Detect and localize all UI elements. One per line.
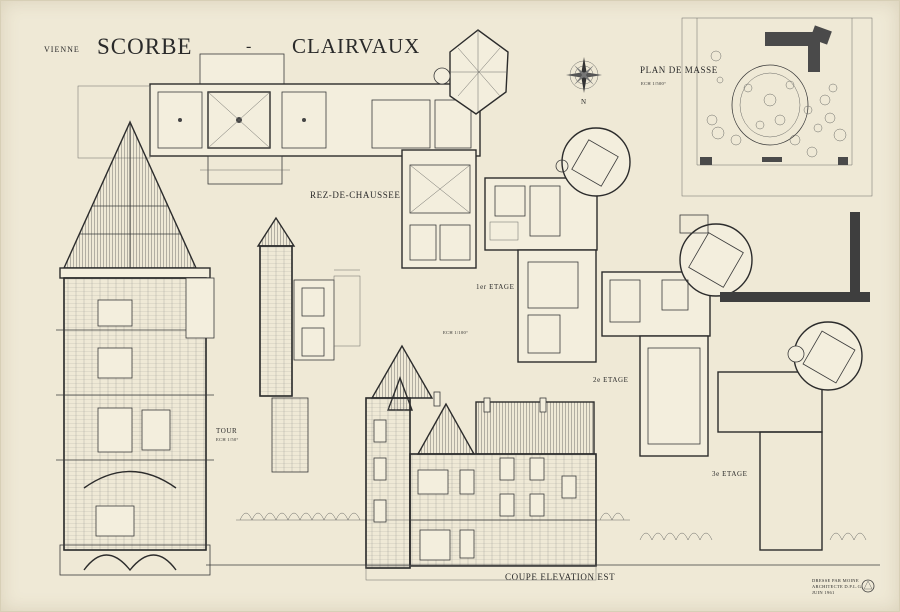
credit-line-2: ARCHITECTE D.P.L.G. — [812, 584, 863, 589]
ground-floor-label: REZ-DE-CHAUSSEE — [310, 190, 401, 200]
stamp-icon — [861, 579, 875, 593]
site-plan-scale: ECH 1/500° — [641, 81, 667, 86]
tower-scale: ECH 1/50° — [216, 437, 239, 442]
north-compass — [566, 57, 602, 93]
third-floor-plan — [717, 321, 863, 551]
north-label: N — [581, 98, 587, 106]
title-right: CLAIRVAUX — [292, 34, 421, 58]
title-left: SCORBE — [97, 34, 193, 59]
tower-label: TOUR — [216, 427, 238, 435]
section-label: COUPE ELEVATION EST — [505, 572, 616, 582]
ground-floor-plan — [77, 29, 509, 269]
first-floor-plan — [484, 127, 631, 363]
tower-side-elevation — [256, 216, 361, 473]
plan-scale: ECH 1/100° — [443, 330, 469, 335]
first-floor-label: 1er ETAGE — [476, 283, 515, 291]
second-floor-label: 2e ETAGE — [593, 376, 629, 384]
east-elevation — [236, 344, 630, 581]
site-plan-label: PLAN DE MASSE — [640, 65, 718, 75]
region-label: VIENNE — [44, 45, 80, 54]
site-plan — [681, 17, 873, 197]
title-separator: - — [246, 38, 252, 55]
second-floor-plan — [601, 212, 870, 457]
tower-section — [56, 120, 215, 576]
credit-line-1: DRESSE PAR MOINE — [812, 578, 859, 583]
third-floor-label: 3e ETAGE — [712, 470, 748, 478]
credit-line-3: JUIN 1961 — [812, 590, 835, 595]
